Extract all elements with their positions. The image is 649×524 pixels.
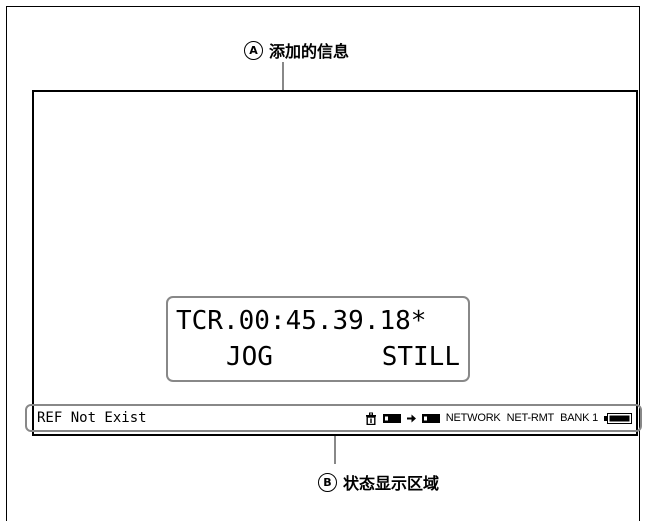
bank-indicator: BANK 1 [560,412,598,424]
reference-status: REF Not Exist [37,410,147,426]
battery-icon [604,412,632,424]
callout-label-a: 添加的信息 [269,42,350,61]
card-icon [421,413,440,423]
outer-frame [6,6,640,521]
trash-lock-icon [365,412,377,425]
monitor-screen [32,90,638,436]
timecode-readout: TCR.00:45.39.18* [176,306,427,336]
callout-marker-b: B [318,472,337,492]
callout-status-area: B 状态显示区域 [318,470,439,494]
network-indicator: NETWORK [445,412,501,424]
leader-line-b [334,436,336,464]
callout-marker-a: A [244,40,263,60]
state-label: STILL [381,342,460,372]
remote-indicator: NET-RMT [506,412,555,424]
callout-label-b: 状态显示区域 [343,474,440,493]
added-info-box: TCR.00:45.39.18* JOG STILL [166,296,470,382]
arrow-right-icon [406,414,416,423]
card-icon [382,413,401,423]
status-display-area: REF Not Exist [25,404,642,432]
status-indicators: NETWORK NET-RMT BANK 1 [365,412,632,425]
mode-label: JOG [226,342,273,372]
callout-added-info: A 添加的信息 [244,38,349,62]
mode-line: JOG STILL [176,342,460,372]
